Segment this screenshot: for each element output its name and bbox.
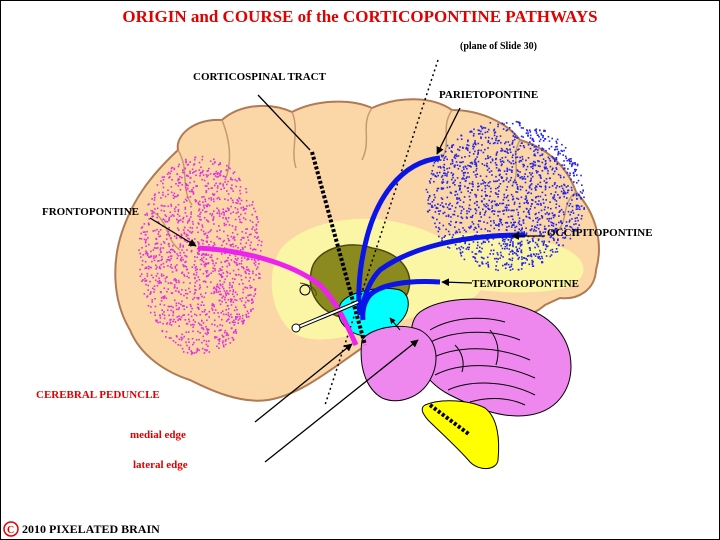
pons xyxy=(360,325,437,402)
thalamus-notch xyxy=(299,282,317,297)
frontopontine-tract xyxy=(197,245,359,347)
copyright-symbol-ring xyxy=(3,521,19,537)
label-temporopontine: TEMPOROPONTINE xyxy=(472,278,579,290)
frontal-cortex-dots xyxy=(138,155,263,355)
parietopontine-tract xyxy=(356,155,441,316)
label-corticospinal: CORTICOSPINAL TRACT xyxy=(193,71,327,83)
label-frontopontine: FRONTOPONTINE xyxy=(42,206,139,218)
caudate-head xyxy=(299,284,311,296)
internal-capsule-branch-fill xyxy=(295,301,359,329)
page-title: ORIGIN and COURSE of the CORTICOPONTINE … xyxy=(122,7,598,26)
plane-line xyxy=(324,59,439,406)
copyright-text: 2010 PIXELATED BRAIN xyxy=(22,522,160,536)
label-parietopontine: PARIETOPONTINE xyxy=(439,89,538,101)
label-occipitopontine: OCCIPITOPONTINE xyxy=(547,227,653,239)
medulla xyxy=(421,400,500,469)
copyright-symbol: C xyxy=(7,525,14,536)
pointer-lines xyxy=(149,94,545,463)
label-plane: (plane of Slide 30) xyxy=(460,41,537,52)
label-lateral-edge: lateral edge xyxy=(133,459,188,471)
label-medial-edge: medial edge xyxy=(130,429,186,441)
occipitopontine-tract xyxy=(359,232,526,311)
temporopontine-tract xyxy=(360,279,441,321)
internal-capsule-end xyxy=(291,323,301,333)
cerebellum-folia xyxy=(424,317,536,406)
corticospinal-tract xyxy=(310,151,367,346)
label-cerebral-peduncle: CEREBRAL PEDUNCLE xyxy=(36,389,160,401)
corticospinal-tract-lower xyxy=(428,403,472,437)
